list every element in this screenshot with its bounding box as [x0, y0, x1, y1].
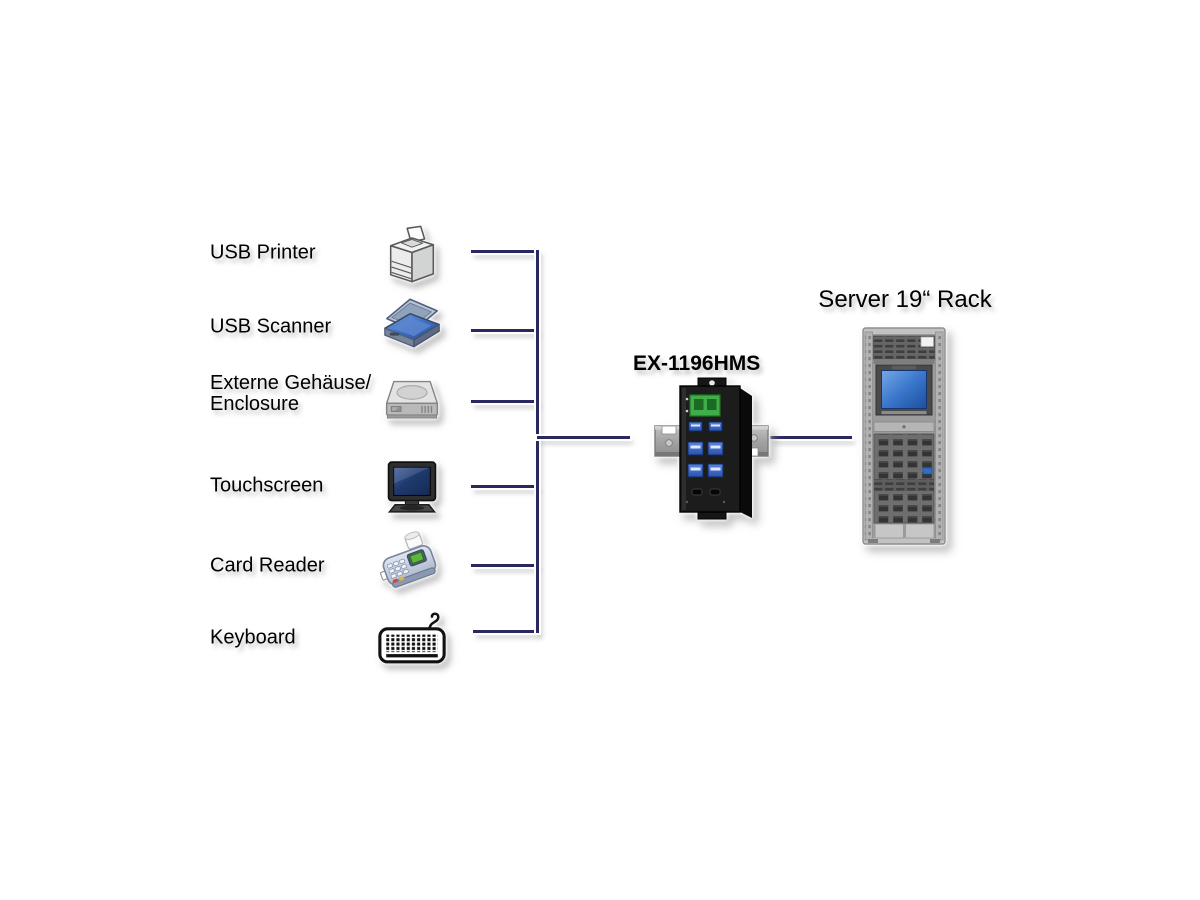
- touchscreen-icon: [382, 458, 442, 521]
- hub-to-server-line: [770, 436, 852, 439]
- keyboard-icon: [375, 611, 449, 672]
- device-label-touchscreen: Touchscreen: [210, 474, 400, 497]
- connector-enclosure: [471, 400, 538, 403]
- connector-card-reader: [471, 564, 538, 567]
- scanner-icon: [381, 292, 443, 359]
- card-reader-icon: [374, 529, 450, 608]
- device-label-line: USB Scanner: [210, 315, 332, 338]
- device-label-enclosure: Externe Gehäuse/ Enclosure: [210, 373, 400, 415]
- server-rack-icon: [862, 327, 946, 552]
- server-rack-label: Server 19“ Rack: [818, 286, 992, 313]
- device-label-line: Card Reader: [210, 554, 325, 577]
- bus-line: [536, 250, 539, 633]
- connector-usb-printer: [471, 250, 538, 253]
- device-label-keyboard: Keyboard: [210, 626, 400, 649]
- device-label-line: Keyboard: [210, 626, 296, 649]
- device-label-line: Externe Gehäuse/: [210, 372, 372, 394]
- device-label-card-reader: Card Reader: [210, 554, 400, 577]
- device-label-usb-printer: USB Printer: [210, 241, 400, 264]
- din-rail-usb-hub-icon: [640, 372, 775, 527]
- hub-label: EX-1196HMS: [633, 352, 761, 375]
- device-label-line: Enclosure: [210, 393, 299, 415]
- device-label-line: Touchscreen: [210, 474, 324, 497]
- device-label-line: USB Printer: [210, 241, 316, 264]
- connector-usb-scanner: [471, 329, 538, 332]
- printer-icon: [381, 223, 443, 290]
- hdd-enclosure-icon: [383, 376, 441, 433]
- device-label-usb-scanner: USB Scanner: [210, 315, 400, 338]
- connector-touchscreen: [471, 485, 538, 488]
- connector-keyboard: [473, 630, 538, 633]
- bus-to-hub-line: [537, 436, 630, 439]
